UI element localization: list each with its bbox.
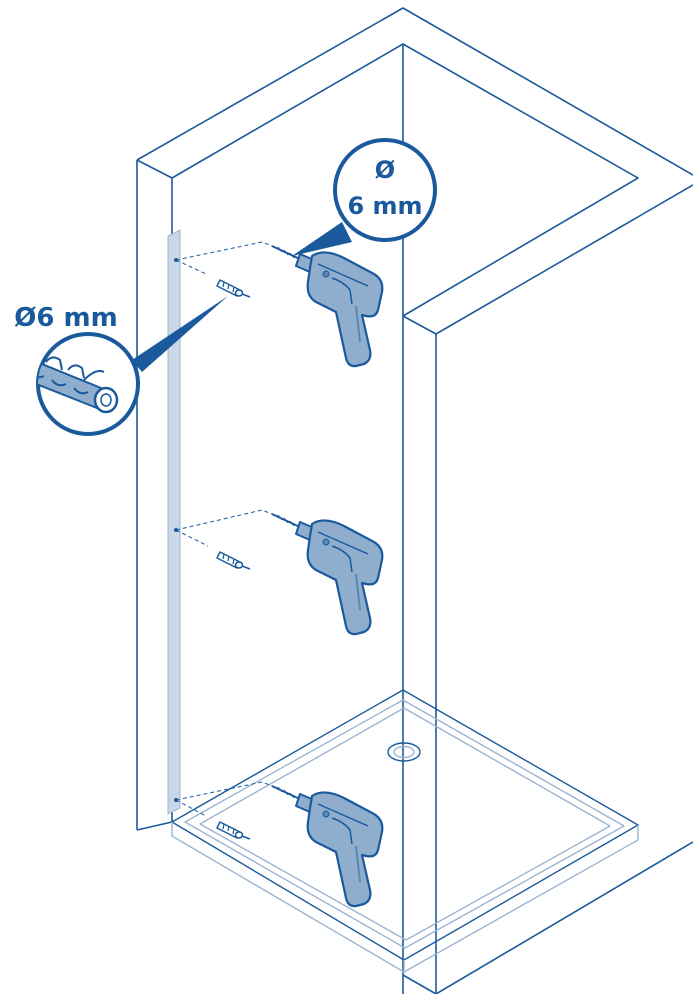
wall-plug-icon (216, 279, 251, 840)
drill-icon (270, 784, 384, 908)
dowel-size: Ø6 mm (14, 303, 117, 333)
drill-icon (270, 244, 384, 368)
shower-tray (171, 689, 639, 973)
drill-bit-callout: Ø 6 mm (292, 138, 437, 256)
drill-holes (174, 258, 178, 802)
drill-guides (175, 241, 273, 817)
drill-icon (270, 512, 384, 636)
drill-bit-size: 6 mm (347, 192, 422, 220)
wall-profile (167, 229, 181, 815)
drill-bit-symbol: Ø (375, 156, 395, 184)
dowel-callout: Ø6 mm (14, 296, 228, 436)
